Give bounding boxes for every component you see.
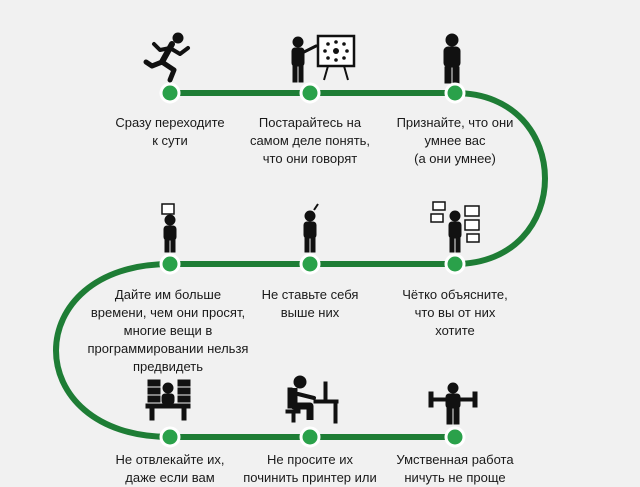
weightlifter-icon bbox=[428, 382, 478, 425]
busy-desk-worker-icon bbox=[145, 379, 191, 421]
step-6-label: Дайте им больше времени, чем они просят,… bbox=[87, 287, 249, 374]
computer-worker-icon bbox=[285, 375, 339, 424]
step-2-label: Постарайтесь на самом деле понять, что о… bbox=[249, 115, 371, 166]
step-4-label: Чётко объясните, что вы от них хотите bbox=[402, 287, 508, 338]
step-4-node bbox=[444, 253, 466, 275]
step-9-node bbox=[444, 426, 466, 448]
step-9-label: Умственная работа ничуть не проще bbox=[396, 452, 514, 485]
step-1-label: Сразу переходите к сути bbox=[115, 115, 225, 148]
running-person-icon bbox=[143, 32, 190, 83]
presenter-board-icon bbox=[291, 34, 356, 83]
standing-person-icon bbox=[443, 33, 461, 84]
step-5-node bbox=[299, 253, 321, 275]
step-3-label: Признайте, что они умнее вас (а они умне… bbox=[396, 115, 514, 166]
step-3-node bbox=[444, 82, 466, 104]
step-5-label: Не ставьте себя выше них bbox=[261, 287, 359, 320]
step-6-node bbox=[159, 253, 181, 275]
step-2-node bbox=[299, 82, 321, 104]
step-7-node bbox=[159, 426, 181, 448]
thinking-person-icon bbox=[303, 203, 319, 253]
step-8-node bbox=[299, 426, 321, 448]
person-calendar-icon bbox=[161, 203, 177, 253]
person-with-pictures-icon bbox=[430, 201, 480, 253]
step-1-node bbox=[159, 82, 181, 104]
